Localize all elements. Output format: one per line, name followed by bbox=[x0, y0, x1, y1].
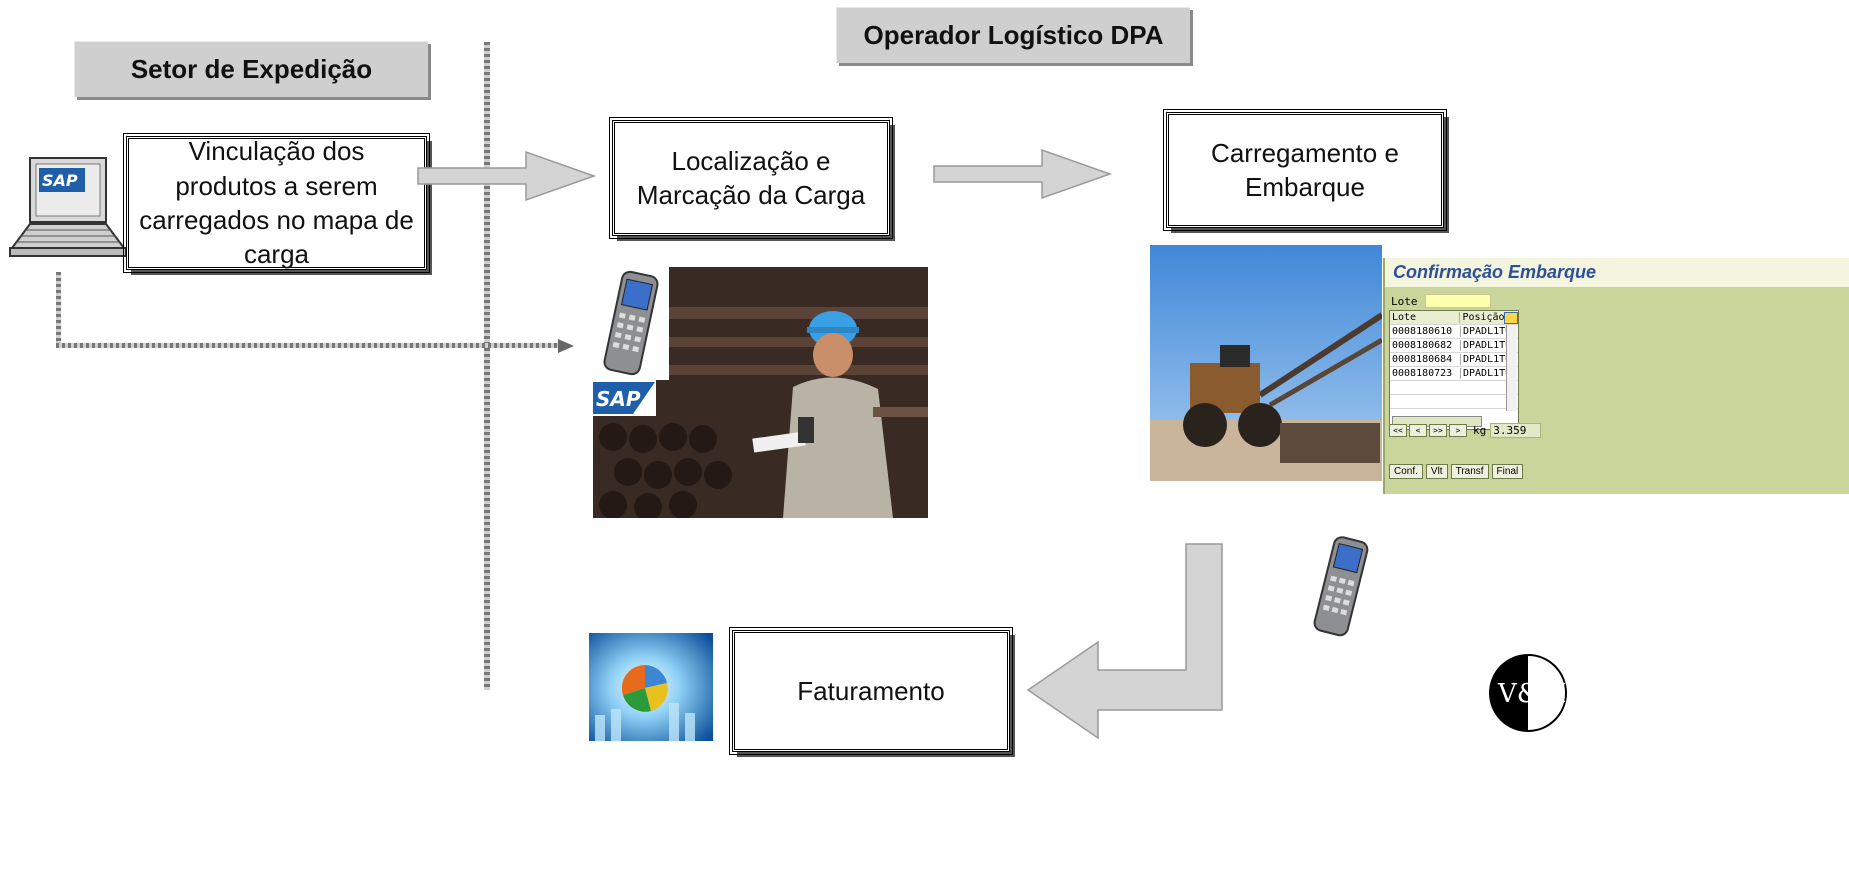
sap-col-posicao: Posição bbox=[1462, 312, 1505, 323]
process-faturamento-label: Faturamento bbox=[797, 675, 945, 706]
dotted-connector-arrowhead bbox=[558, 337, 576, 355]
table-row[interactable]: 0008180610 DPADL1TUBI bbox=[1390, 325, 1518, 339]
dotted-connector-horizontal bbox=[56, 343, 562, 348]
sap-lote-label: Lote bbox=[1391, 294, 1418, 308]
sap-lote-table: Lote Posição 0008180610 DPADL1TUBI 00081… bbox=[1389, 310, 1519, 430]
dotted-connector-vertical bbox=[56, 272, 61, 347]
table-cell-posicao: DPADL1TUBI bbox=[1463, 340, 1507, 351]
pie-chart-graphic bbox=[589, 633, 713, 741]
table-cell-posicao: DPADL1TUBI bbox=[1463, 326, 1507, 337]
section-divider bbox=[484, 42, 490, 690]
nav-first-button[interactable]: << bbox=[1389, 424, 1407, 437]
process-carregamento-label: Carregamento e Embarque bbox=[1211, 137, 1399, 202]
flow-arrow-1 bbox=[416, 150, 598, 202]
sap-dialog-title: Confirmação Embarque bbox=[1385, 258, 1849, 287]
vm-logo: V&M bbox=[1488, 645, 1568, 741]
header-setor-expedicao-label: Setor de Expedição bbox=[130, 54, 373, 84]
header-setor-expedicao: Setor de Expedição bbox=[74, 41, 428, 97]
sap-table-settings-icon[interactable] bbox=[1504, 311, 1518, 324]
process-vinculacao-label: Vinculação dos produtos a serem carregad… bbox=[139, 136, 414, 270]
table-cell-lote: 0008180723 bbox=[1390, 368, 1461, 379]
weight-value: 3.359 bbox=[1490, 423, 1542, 438]
table-row[interactable]: 0008180723 DPADL1TUBI bbox=[1390, 367, 1518, 381]
loading-photo bbox=[1150, 245, 1382, 481]
table-cell-posicao: DPADL1TUBI bbox=[1463, 368, 1507, 379]
flow-arrow-2 bbox=[932, 148, 1114, 200]
nav-next-button[interactable]: > bbox=[1449, 424, 1467, 437]
process-localizacao-label: Localização e Marcação da Carga bbox=[636, 145, 866, 210]
process-localizacao: Localização e Marcação da Carga bbox=[609, 117, 893, 239]
sap-confirmacao-embarque-dialog: Confirmação Embarque Lote Lote Posição 0… bbox=[1383, 258, 1849, 494]
header-operador-logistico-label: Operador Logístico DPA bbox=[863, 20, 1164, 50]
table-cell-lote: 0008180684 bbox=[1390, 354, 1461, 365]
table-cell-posicao: DPADL1TUBI bbox=[1463, 354, 1507, 365]
table-row-empty bbox=[1390, 381, 1518, 395]
transf-button[interactable]: Transf bbox=[1450, 464, 1489, 479]
table-cell-lote: 0008180610 bbox=[1390, 326, 1461, 337]
laptop-sap-icon: SAP bbox=[8, 156, 128, 262]
weight-unit-label: kg bbox=[1473, 424, 1487, 437]
final-button[interactable]: Final bbox=[1491, 464, 1524, 479]
process-vinculacao: Vinculação dos produtos a serem carregad… bbox=[123, 133, 430, 273]
laptop-sap-logo-text: SAP bbox=[42, 171, 78, 190]
flow-arrow-return bbox=[1024, 540, 1229, 742]
sap-lote-input[interactable] bbox=[1425, 294, 1491, 308]
process-carregamento: Carregamento e Embarque bbox=[1163, 109, 1447, 231]
table-cell-lote: 0008180682 bbox=[1390, 340, 1461, 351]
vlt-button[interactable]: Vlt bbox=[1425, 464, 1448, 479]
sap-logo: SAP bbox=[593, 380, 656, 416]
header-operador-logistico: Operador Logístico DPA bbox=[836, 7, 1190, 63]
vm-logo-text: V&M bbox=[1497, 679, 1567, 709]
table-row[interactable]: 0008180684 DPADL1TUBI bbox=[1390, 353, 1518, 367]
process-faturamento: Faturamento bbox=[729, 627, 1013, 755]
conf-button[interactable]: Conf. bbox=[1389, 464, 1423, 479]
handheld-scanner-2-icon bbox=[1300, 534, 1380, 638]
nav-prev-button[interactable]: < bbox=[1409, 424, 1427, 437]
nav-last-button[interactable]: >> bbox=[1429, 424, 1447, 437]
sap-table-header: Lote Posição bbox=[1390, 311, 1518, 325]
sap-col-lote: Lote bbox=[1390, 312, 1461, 323]
table-row[interactable]: 0008180682 DPADL1TUBI bbox=[1390, 339, 1518, 353]
table-row-empty bbox=[1390, 395, 1518, 409]
handheld-scanner-icon bbox=[593, 267, 669, 380]
table-vertical-scrollbar[interactable] bbox=[1506, 325, 1517, 411]
sap-logo-text: SAP bbox=[596, 387, 641, 411]
